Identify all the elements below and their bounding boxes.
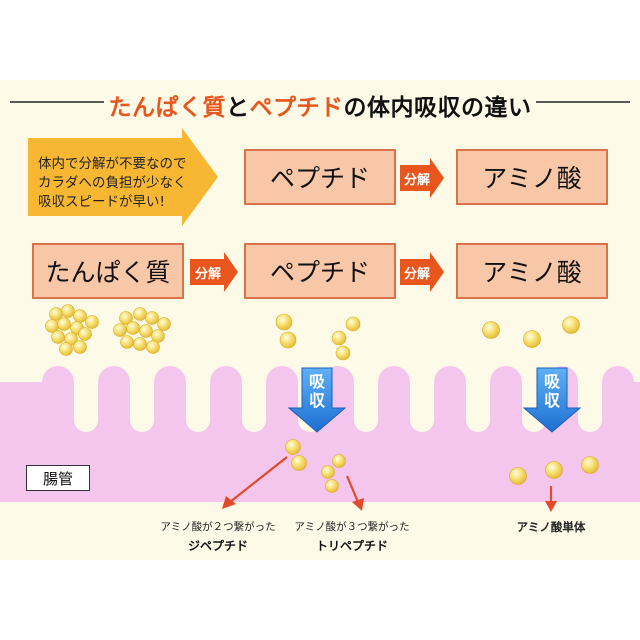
tripeptide-caption: アミノ酸が３つ繋がった トリペプチド bbox=[282, 519, 422, 554]
note-line-1: 体内で分解が不要なので bbox=[38, 156, 187, 172]
note-arrow bbox=[28, 128, 218, 226]
absorb-arrow-right bbox=[522, 367, 582, 433]
single-amino-caption: アミノ酸単体 bbox=[516, 520, 586, 534]
absorb-char-2: 収 bbox=[308, 391, 325, 410]
dipeptide-caption: アミノ酸が２つ繋がった ジペプチド bbox=[148, 519, 288, 554]
decompose-label-bottom-left: 分解 bbox=[195, 267, 222, 282]
title-protein: たんぱく質 bbox=[108, 95, 226, 121]
amino-box-bottom: アミノ酸 bbox=[456, 243, 608, 299]
absorb-char-1: 吸 bbox=[308, 372, 325, 391]
amino-box-top: アミノ酸 bbox=[456, 149, 608, 205]
protein-box: たんぱく質 bbox=[32, 243, 184, 299]
absorb-label-left: 吸 収 bbox=[306, 372, 328, 410]
title-and: と bbox=[226, 95, 250, 121]
note-line-3: 吸収スピードが早い! bbox=[38, 194, 165, 210]
absorb-label-right: 吸 収 bbox=[541, 372, 563, 410]
page-title: たんぱく質とペプチドの体内吸収の違い bbox=[0, 88, 640, 122]
absorb-char-2: 収 bbox=[543, 391, 560, 410]
dipeptide-caption-line1: アミノ酸が２つ繋がった bbox=[160, 521, 276, 533]
title-rest: の体内吸収の違い bbox=[343, 95, 532, 121]
gut-label: 腸管 bbox=[26, 465, 90, 491]
note-line-2: カラダへの負担が少なく bbox=[38, 175, 187, 191]
tripeptide-caption-line2: トリペプチド bbox=[315, 539, 388, 553]
title-peptide: ペプチド bbox=[249, 95, 344, 121]
note-text: 体内で分解が不要なので カラダへの負担が少なく 吸収スピードが早い! bbox=[38, 155, 198, 212]
tripeptide-caption-line1: アミノ酸が３つ繋がった bbox=[294, 521, 410, 533]
absorb-arrow-left bbox=[287, 367, 347, 433]
arrow-pill-bottom-left bbox=[190, 252, 238, 292]
decompose-label-top: 分解 bbox=[404, 173, 431, 188]
particles bbox=[45, 304, 599, 493]
absorb-char-1: 吸 bbox=[543, 372, 560, 391]
dipeptide-caption-line2: ジペプチド bbox=[187, 539, 248, 553]
arrow-pill-bottom-right bbox=[400, 252, 444, 292]
intestine-wall bbox=[0, 366, 640, 502]
peptide-box-bottom: ペプチド bbox=[244, 243, 396, 299]
pointer-arrows bbox=[222, 456, 557, 512]
peptide-box-top: ペプチド bbox=[244, 149, 396, 205]
arrow-pill-top bbox=[400, 158, 444, 198]
decompose-label-bottom-right: 分解 bbox=[404, 267, 431, 282]
